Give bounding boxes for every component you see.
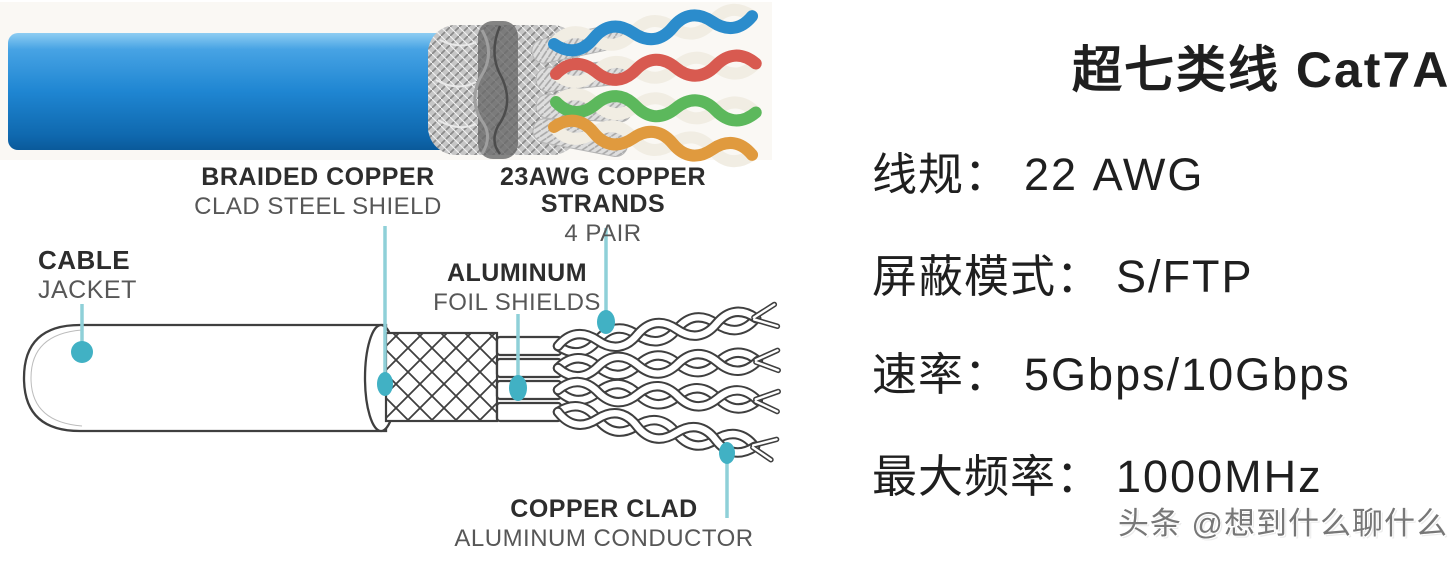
photo-blue-jacket (8, 33, 450, 150)
label-conductor: COPPER CLAD ALUMINUM CONDUCTOR (454, 496, 754, 552)
spec-label: 线规： (872, 149, 1011, 200)
diagram-braid (384, 331, 499, 423)
callout-dots (71, 310, 735, 464)
diagram-cutaway (22, 301, 781, 463)
diagram-jacket (22, 323, 388, 433)
callout-dot-braid (377, 372, 393, 396)
page-title: 超七类线 Cat7A (1072, 42, 1451, 98)
photo-pair-red (550, 49, 762, 88)
photo-pair-green (550, 88, 762, 127)
photo-twisted-pairs (548, 3, 762, 168)
callout-lines (80, 226, 729, 518)
cable-diagram-panel: BRAIDED COPPER CLAD STEEL SHIELD 23AWG C… (0, 2, 781, 552)
label-foil-shields: ALUMINUM FOIL SHIELDS (417, 260, 617, 316)
spec-label: 最大频率： (872, 451, 1103, 502)
watermark: 头条 @想到什么聊什么 (1117, 506, 1448, 541)
spec-value: 22 AWG (1024, 149, 1205, 200)
label-foil-shields-line2: FOIL SHIELDS (433, 289, 601, 316)
spec-value: 1000MHz (1116, 451, 1323, 502)
photo-cable (0, 2, 772, 168)
callout-dot-pair (597, 310, 615, 334)
callout-dot-conductor (719, 442, 735, 464)
diagram-foil-bands (495, 335, 563, 423)
spec-label: 速率： (872, 349, 1011, 400)
label-conductor-line2: ALUMINUM CONDUCTOR (454, 525, 754, 552)
spec-label: 屏蔽模式： (872, 251, 1103, 302)
diagram-twisted-pairs (552, 301, 781, 463)
label-copper-strands-line1: 23AWG COPPER STRANDS (499, 163, 707, 218)
callout-dot-foil (509, 375, 527, 401)
label-cable-jacket-line2: JACKET (38, 276, 137, 305)
spec-row-speed: 速率： 5Gbps/10Gbps (872, 352, 1351, 397)
spec-row-gauge: 线规： 22 AWG (872, 152, 1204, 197)
label-braided-shield-line2: CLAD STEEL SHIELD (194, 193, 442, 220)
label-conductor-line1: COPPER CLAD (510, 495, 698, 523)
callout-dot-jacket (71, 341, 93, 363)
label-cable-jacket: CABLE JACKET (38, 246, 137, 304)
label-copper-strands: 23AWG COPPER STRANDS 4 PAIR (442, 164, 764, 247)
spec-row-frequency: 最大频率： 1000MHz (872, 454, 1323, 499)
photo-pair-blue (548, 3, 759, 57)
label-copper-strands-line2: 4 PAIR (564, 220, 642, 247)
photo-pair-orange (548, 114, 759, 168)
spec-value: 5Gbps/10Gbps (1024, 349, 1351, 400)
label-cable-jacket-line1: CABLE (38, 245, 131, 275)
spec-panel: 超七类线 Cat7A 线规： 22 AWG 屏蔽模式： S/FTP 速率： 5Gbps… (800, 0, 1451, 562)
spec-row-shielding: 屏蔽模式： S/FTP (872, 254, 1254, 299)
label-braided-shield-line1: BRAIDED COPPER (201, 163, 435, 191)
label-braided-shield: BRAIDED COPPER CLAD STEEL SHIELD (178, 164, 458, 220)
spec-value: S/FTP (1116, 251, 1254, 302)
label-foil-shields-line1: ALUMINUM (446, 259, 588, 287)
cable-cutaway-art (0, 2, 781, 518)
